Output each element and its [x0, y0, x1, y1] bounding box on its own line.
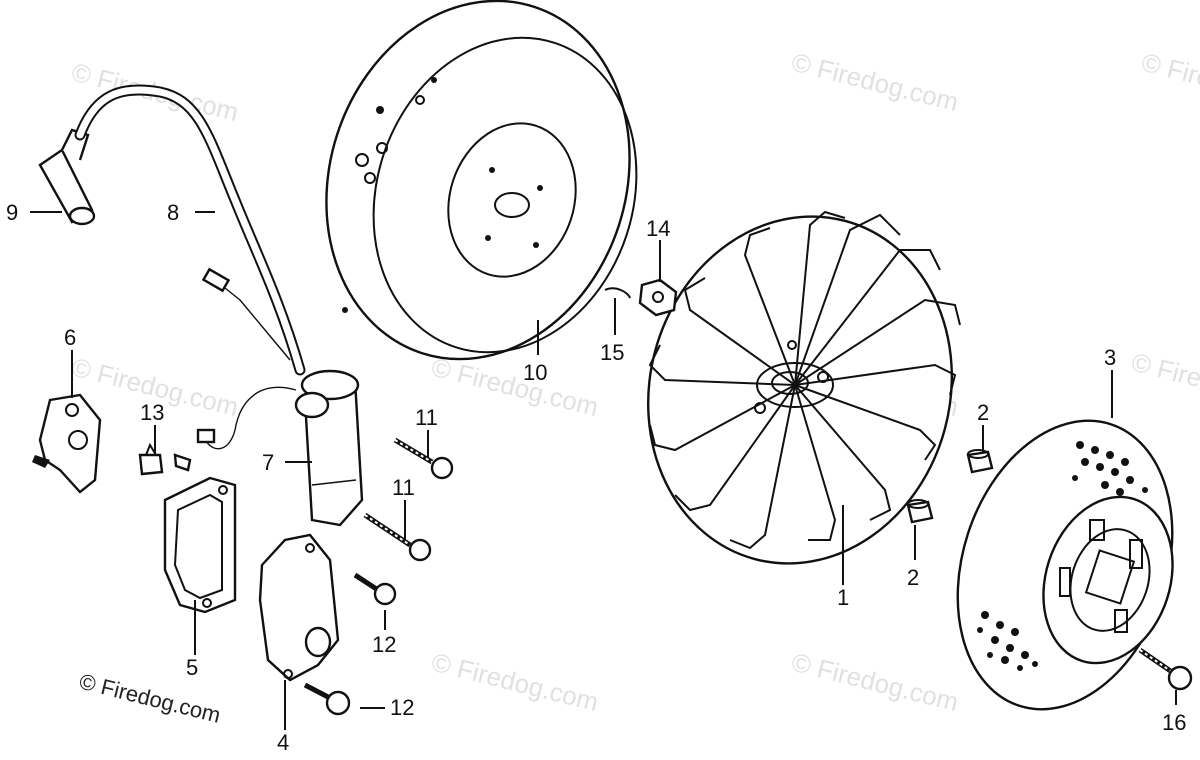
collar-part-2-upper[interactable] [966, 449, 994, 474]
watermark-10: © Firedog.com [789, 647, 962, 717]
callout-3: 3 [1104, 345, 1116, 370]
ignition-coil-part-7[interactable] [173, 369, 364, 527]
copyright-text: © Firedog.com [77, 669, 223, 728]
callout-15: 15 [600, 340, 624, 365]
callout-8: 8 [167, 200, 179, 225]
callout-5: 5 [186, 655, 198, 680]
bolt-part-11-upper[interactable] [393, 437, 454, 480]
washer-part-15[interactable] [604, 287, 631, 299]
nut-part-14[interactable] [638, 278, 678, 317]
watermark-3: © Firedog.com [789, 47, 962, 117]
flywheel-part-10[interactable] [281, 0, 676, 399]
callout-4: 4 [277, 730, 289, 755]
callout-1: 1 [837, 585, 849, 610]
leader-lines [30, 211, 1177, 730]
callout-7: 7 [262, 450, 274, 475]
gasket-part-5[interactable] [163, 476, 237, 614]
watermark-9: © Firedog.com [429, 647, 602, 717]
callout-10: 10 [523, 360, 547, 385]
bolt-part-12-lower[interactable] [303, 682, 351, 716]
collar-part-2-lower[interactable] [906, 499, 934, 524]
callout-12-upper: 12 [372, 632, 396, 657]
high-tension-cord-part-8[interactable] [74, 84, 306, 376]
screw-part-13[interactable] [138, 442, 164, 476]
callout-14: 14 [646, 216, 670, 241]
callout-11-lower: 11 [392, 475, 415, 500]
callout-9: 9 [6, 200, 18, 225]
watermark-6: © Firedog.com [429, 352, 602, 422]
callout-2-lower: 2 [907, 565, 919, 590]
bolt-part-11-lower[interactable] [363, 512, 432, 562]
callout-6: 6 [64, 325, 76, 350]
callout-11-upper: 11 [415, 405, 438, 430]
bracket-part-6[interactable] [32, 393, 102, 494]
spark-plug-cap-part-9[interactable] [38, 128, 96, 226]
cover-part-4[interactable] [258, 533, 340, 682]
watermark-8: © Firedog.com [1129, 347, 1200, 417]
bolt-part-12-upper[interactable] [353, 572, 397, 606]
callout-labels: 9 8 6 13 7 11 11 12 12 5 4 10 14 15 1 2 … [6, 200, 1186, 755]
callout-16: 16 [1162, 710, 1186, 735]
callout-2-upper: 2 [977, 400, 989, 425]
starter-pulley-part-3[interactable] [922, 393, 1200, 738]
callout-13: 13 [140, 400, 164, 425]
bolt-part-16[interactable] [1138, 647, 1193, 691]
cooling-fan-part-1[interactable] [610, 182, 990, 598]
callout-12-lower: 12 [390, 695, 414, 720]
watermark-4: © Firedog.com [1139, 47, 1200, 117]
